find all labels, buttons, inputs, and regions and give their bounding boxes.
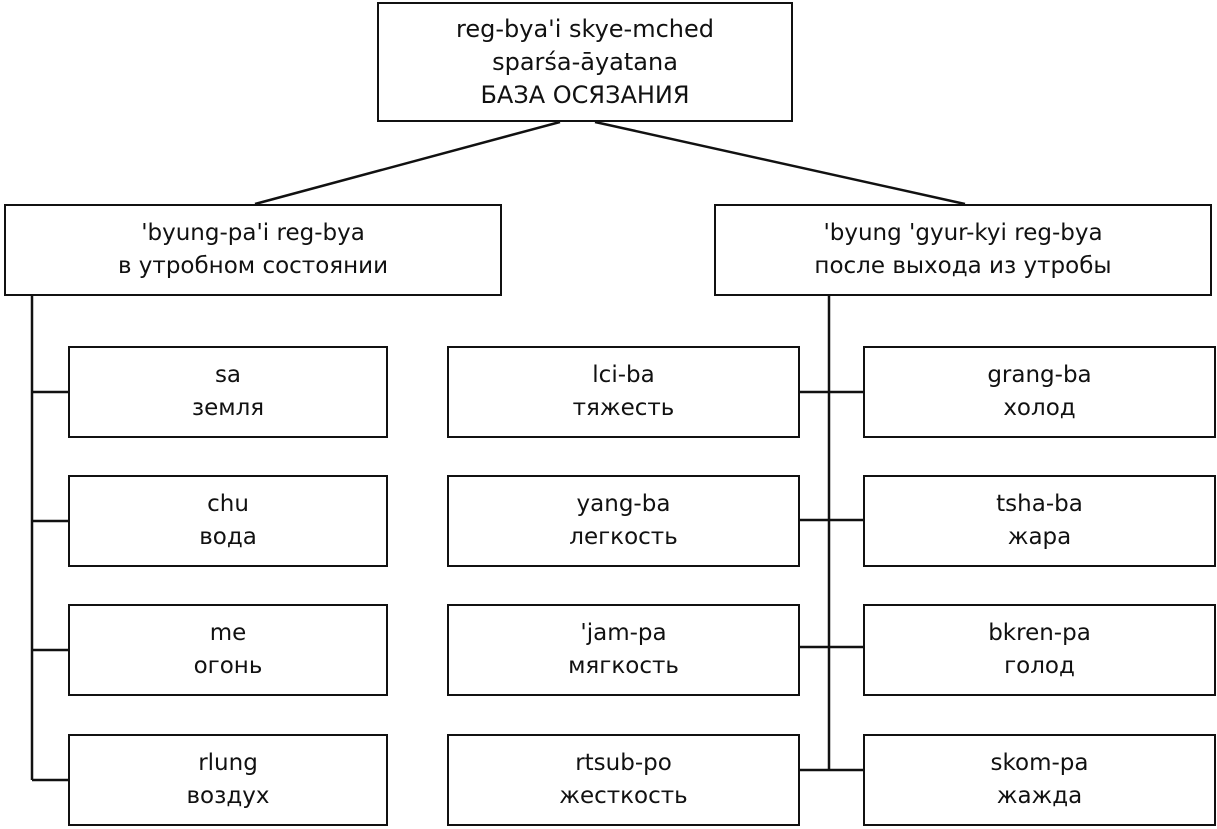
leaf-heat: tsha-ba жара <box>863 475 1216 567</box>
leaf-air: rlung воздух <box>68 734 388 826</box>
leaf-tibetan: 'jam-pa <box>580 620 667 646</box>
leaf-tibetan: chu <box>207 491 249 517</box>
leaf-tibetan: rlung <box>198 750 258 776</box>
leaf-thirst: skom-pa жажда <box>863 734 1216 826</box>
leaf-russian: жесткость <box>559 783 688 809</box>
connector-root-right <box>594 120 966 206</box>
right-branch-tibetan: 'byung 'gyur-kyi reg-bya <box>823 220 1103 246</box>
leaf-russian: мягкость <box>568 653 679 679</box>
leaf-tibetan: sa <box>214 362 242 388</box>
leaf-russian: жара <box>1007 524 1072 550</box>
leaf-russian: земля <box>191 395 265 421</box>
leaf-tibetan: me <box>209 620 247 646</box>
left-branch-node: 'byung-pa'i reg-bya в утробном состоянии <box>4 204 502 296</box>
leaf-tibetan: lci-ba <box>592 362 655 388</box>
left-branch-russian: в утробном состоянии <box>117 253 389 279</box>
leaf-tibetan: yang-ba <box>576 491 671 517</box>
leaf-tibetan: skom-pa <box>990 750 1089 776</box>
leaf-fire: me огонь <box>68 604 388 696</box>
leaf-water: chu вода <box>68 475 388 567</box>
root-sanskrit: sparśa-āyatana <box>492 47 678 76</box>
leaf-hunger: bkren-pa голод <box>863 604 1216 696</box>
right-branch-russian: после выхода из утробы <box>814 253 1112 279</box>
leaf-cold: grang-ba холод <box>863 346 1216 438</box>
leaf-lightness: yang-ba легкость <box>447 475 800 567</box>
connector-root-left <box>254 120 561 206</box>
leaf-tibetan: rtsub-po <box>575 750 672 776</box>
leaf-russian: вода <box>199 524 257 550</box>
root-russian: БАЗА ОСЯЗАНИЯ <box>480 80 690 109</box>
root-node: reg-bya'i skye-mched sparśa-āyatana БАЗА… <box>377 2 793 122</box>
leaf-softness: 'jam-pa мягкость <box>447 604 800 696</box>
leaf-heaviness: lci-ba тяжесть <box>447 346 800 438</box>
left-branch-tibetan: 'byung-pa'i reg-bya <box>141 220 365 246</box>
leaf-russian: тяжесть <box>572 395 675 421</box>
root-tibetan: reg-bya'i skye-mched <box>456 14 714 43</box>
leaf-russian: воздух <box>186 783 270 809</box>
leaf-tibetan: bkren-pa <box>988 620 1091 646</box>
leaf-russian: огонь <box>193 653 263 679</box>
leaf-tibetan: tsha-ba <box>996 491 1083 517</box>
leaf-roughness: rtsub-po жесткость <box>447 734 800 826</box>
leaf-russian: жажда <box>996 783 1083 809</box>
leaf-russian: голод <box>1004 653 1075 679</box>
leaf-russian: холод <box>1003 395 1076 421</box>
leaf-tibetan: grang-ba <box>987 362 1092 388</box>
right-branch-node: 'byung 'gyur-kyi reg-bya после выхода из… <box>714 204 1212 296</box>
leaf-russian: легкость <box>569 524 678 550</box>
leaf-earth: sa земля <box>68 346 388 438</box>
